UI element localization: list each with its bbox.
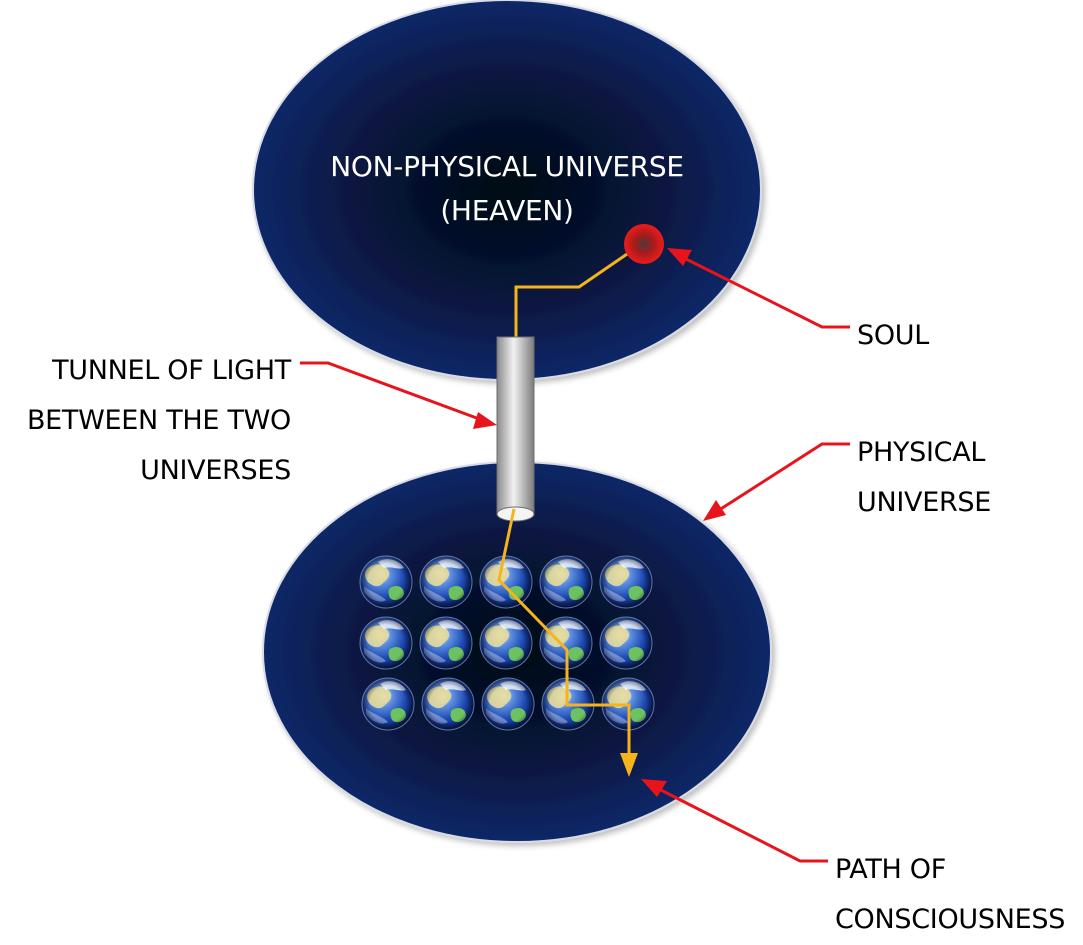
physical-universe-label: PHYSICAL UNIVERSE — [857, 428, 991, 528]
physical-universe-pointer — [703, 442, 850, 521]
earth-globe-icon — [539, 555, 593, 609]
silver-cylinder-icon — [496, 336, 535, 522]
earth-globe-icon — [419, 555, 473, 609]
tunnel-pointer — [300, 361, 497, 429]
non-physical-universe-line2: (HEAVEN) — [440, 194, 574, 227]
earth-globe-icon — [419, 616, 473, 670]
tunnel-label-line1: TUNNEL OF LIGHT — [52, 355, 291, 386]
path-pointer — [641, 779, 828, 863]
red-arrow-icon — [641, 779, 667, 797]
path-of-consciousness-upper — [514, 250, 631, 340]
path-of-consciousness-label-line1: PATH OF — [835, 854, 946, 885]
tunnel-label-line2: BETWEEN THE TWO — [26, 405, 291, 436]
path-of-consciousness-label: PATH OF CONSCIOUSNESS — [835, 845, 1065, 945]
non-physical-universe-title: NON-PHYSICAL UNIVERSE (HEAVEN) — [247, 145, 767, 233]
earth-globe-icon — [481, 677, 535, 731]
red-arrow-icon — [703, 500, 726, 521]
earth-globe-icon — [479, 616, 533, 670]
soul-pointer — [667, 248, 850, 329]
soul-label-text: SOUL — [857, 320, 929, 351]
tunnel-label-line3: UNIVERSES — [140, 455, 291, 486]
path-of-consciousness-label-line2: CONSCIOUSNESS — [835, 904, 1066, 935]
earth-globe-icon — [359, 616, 413, 670]
earth-globe-icon — [421, 677, 475, 731]
earth-globe-icon — [359, 555, 413, 609]
non-physical-universe-line1: NON-PHYSICAL UNIVERSE — [330, 150, 684, 183]
physical-universe-label-line1: PHYSICAL — [857, 437, 986, 468]
earth-globe-icon — [599, 555, 653, 609]
physical-universe-label-line2: UNIVERSE — [857, 487, 992, 518]
tunnel-label: TUNNEL OF LIGHT BETWEEN THE TWO UNIVERSE… — [27, 346, 291, 496]
red-arrow-icon — [667, 248, 692, 266]
gold-path-arrow-icon — [620, 753, 638, 777]
earth-globe-icon — [479, 555, 533, 609]
earth-globe-icon — [361, 677, 415, 731]
red-arrow-icon — [473, 412, 497, 429]
soul-label: SOUL — [857, 311, 929, 361]
red-orb-icon — [624, 224, 664, 264]
path-of-consciousness-lower — [497, 508, 631, 758]
earth-globe-icon — [599, 616, 653, 670]
